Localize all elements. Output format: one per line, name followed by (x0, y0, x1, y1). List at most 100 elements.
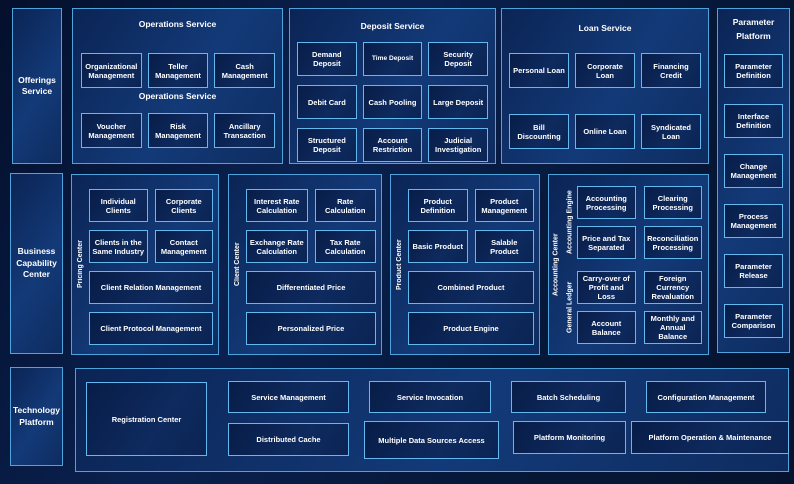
operations-row-1: Organizational Management Teller Managem… (81, 53, 276, 88)
box-parameter-release: Parameter Release (724, 254, 783, 288)
box-product-definition: Product Definition (408, 189, 468, 222)
box-ancillary-transaction: Ancillary Transaction (214, 113, 276, 148)
box-process-management: Process Management (724, 204, 783, 238)
box-financing-credit: Financing Credit (641, 53, 701, 88)
box-accounting-processing: Accounting Processing (577, 186, 636, 219)
box-interface-definition: Interface Definition (724, 104, 783, 138)
client-row-1: Interest Rate Calculation Rate Calculati… (246, 189, 376, 222)
box-exchange-rate-calculation: Exchange Rate Calculation (246, 230, 308, 263)
box-interest-rate-calculation: Interest Rate Calculation (246, 189, 308, 222)
box-configuration-management: Configuration Management (646, 381, 766, 413)
box-reconciliation-processing: Reconciliation Processing (643, 226, 702, 259)
box-online-loan: Online Loan (575, 114, 635, 149)
box-change-management: Change Management (724, 154, 783, 188)
product-row-3: Combined Product (408, 271, 534, 304)
deposit-service-panel: Deposit Service Demand Deposit Time Depo… (289, 8, 496, 164)
box-foreign-currency-revaluation: Foreign Currency Revaluation (643, 271, 702, 304)
box-batch-scheduling: Batch Scheduling (511, 381, 626, 413)
box-personalized-price: Personalized Price (246, 312, 376, 345)
pricing-center-panel: Pricing Center Individual Clients Corpor… (71, 174, 219, 355)
product-row-4: Product Engine (408, 312, 534, 345)
product-center-content: Product Definition Product Management Ba… (408, 175, 539, 354)
client-row-3: Differentiated Price (246, 271, 376, 304)
operations-service-title: Operations Service (138, 19, 217, 29)
client-row-4: Personalized Price (246, 312, 376, 345)
box-personal-loan: Personal Loan (509, 53, 569, 88)
offerings-service-label: Offerings Service (18, 74, 56, 96)
accounting-engine-label: Accounting Engine (566, 190, 574, 255)
box-voucher-management: Voucher Management (81, 113, 142, 148)
box-security-deposit: Security Deposit (428, 42, 489, 76)
accounting-engine-grid: Accounting Processing Clearing Processin… (577, 186, 702, 259)
box-distributed-cache: Distributed Cache (228, 423, 349, 456)
box-contact-management: Contact Management (154, 230, 213, 263)
box-account-restriction: Account Restriction (362, 128, 423, 162)
client-center-panel: Client Center Interest Rate Calculation … (228, 174, 382, 355)
accounting-center-label: Accounting Center (552, 233, 560, 296)
pricing-row-2: Clients in the Same Industry Contact Man… (89, 230, 213, 263)
box-cash-pooling: Cash Pooling (362, 85, 423, 119)
deposit-service-title: Deposit Service (360, 21, 425, 31)
accounting-engine-group: Accounting Engine Accounting Processing … (563, 186, 702, 259)
general-ledger-group: General Ledger Carry-over of Profit and … (563, 271, 702, 344)
sidebar-offerings-service: Offerings Service (12, 8, 62, 164)
box-salable-product: Salable Product (474, 230, 534, 263)
pricing-row-4: Client Protocol Management (89, 312, 213, 345)
product-row-2: Basic Product Salable Product (408, 230, 534, 263)
technology-platform-panel: Registration Center Service Management S… (75, 368, 789, 472)
box-bill-discounting: Bill Discounting (509, 114, 569, 149)
box-parameter-comparison: Parameter Comparison (724, 304, 783, 338)
product-row-1: Product Definition Product Management (408, 189, 534, 222)
box-price-and-tax-separated: Price and Tax Separated (577, 226, 636, 259)
loan-service-title: Loan Service (578, 23, 632, 33)
box-registration-center: Registration Center (86, 382, 207, 456)
box-monthly-annual-balance: Monthly and Annual Balance (643, 311, 702, 344)
box-client-relation-management: Client Relation Management (89, 271, 213, 304)
box-product-engine: Product Engine (408, 312, 534, 345)
technology-platform-label: Technology Platform (12, 405, 61, 427)
box-organizational-management: Organizational Management (81, 53, 142, 88)
deposit-row-3: Structured Deposit Account Restriction J… (297, 128, 489, 162)
operations-service-panel: Operations Service Organizational Manage… (72, 8, 283, 164)
box-tax-rate-calculation: Tax Rate Calculation (314, 230, 376, 263)
deposit-row-1: Demand Deposit Time Deposit Security Dep… (297, 42, 489, 76)
client-center-content: Interest Rate Calculation Rate Calculati… (246, 175, 381, 354)
box-corporate-clients: Corporate Clients (154, 189, 213, 222)
box-structured-deposit: Structured Deposit (297, 128, 357, 162)
parameter-platform-panel: Parameter Platform Parameter Definition … (717, 8, 790, 353)
pricing-row-1: Individual Clients Corporate Clients (89, 189, 213, 222)
pricing-center-content: Individual Clients Corporate Clients Cli… (89, 175, 218, 354)
box-product-management: Product Management (474, 189, 534, 222)
parameter-platform-title: Parameter Platform (732, 17, 775, 41)
deposit-row-2: Debit Card Cash Pooling Large Deposit (297, 85, 489, 119)
parameter-platform-column: Parameter Definition Interface Definitio… (724, 54, 783, 338)
loan-row-2: Bill Discounting Online Loan Syndicated … (509, 114, 701, 149)
product-center-panel: Product Center Product Definition Produc… (390, 174, 540, 355)
box-clearing-processing: Clearing Processing (643, 186, 702, 219)
box-cash-management: Cash Management (214, 53, 276, 88)
box-basic-product: Basic Product (408, 230, 468, 263)
general-ledger-label: General Ledger (566, 281, 574, 334)
box-large-deposit: Large Deposit (428, 85, 489, 119)
accounting-center-panel: Accounting Center Accounting Engine Acco… (548, 174, 709, 355)
box-multiple-data-sources-access: Multiple Data Sources Access (364, 421, 499, 459)
box-differentiated-price: Differentiated Price (246, 271, 376, 304)
box-risk-management: Risk Management (147, 113, 209, 148)
accounting-groups: Accounting Engine Accounting Processing … (563, 175, 708, 354)
sidebar-technology-platform: Technology Platform (10, 367, 63, 466)
box-combined-product: Combined Product (408, 271, 534, 304)
box-judicial-investigation: Judicial Investigation (428, 128, 489, 162)
loan-row-1: Personal Loan Corporate Loan Financing C… (509, 53, 701, 88)
box-individual-clients: Individual Clients (89, 189, 148, 222)
loan-service-panel: Loan Service Personal Loan Corporate Loa… (501, 8, 709, 164)
box-client-protocol-management: Client Protocol Management (89, 312, 213, 345)
box-platform-operation-maintenance: Platform Operation & Maintenance (631, 421, 789, 454)
box-teller-management: Teller Management (147, 53, 209, 88)
product-center-label: Product Center (396, 239, 403, 290)
pricing-center-label: Pricing Center (77, 240, 84, 289)
box-rate-calculation: Rate Calculation (314, 189, 376, 222)
box-corporate-loan: Corporate Loan (575, 53, 635, 88)
client-row-2: Exchange Rate Calculation Tax Rate Calcu… (246, 230, 376, 263)
box-platform-monitoring: Platform Monitoring (513, 421, 626, 454)
